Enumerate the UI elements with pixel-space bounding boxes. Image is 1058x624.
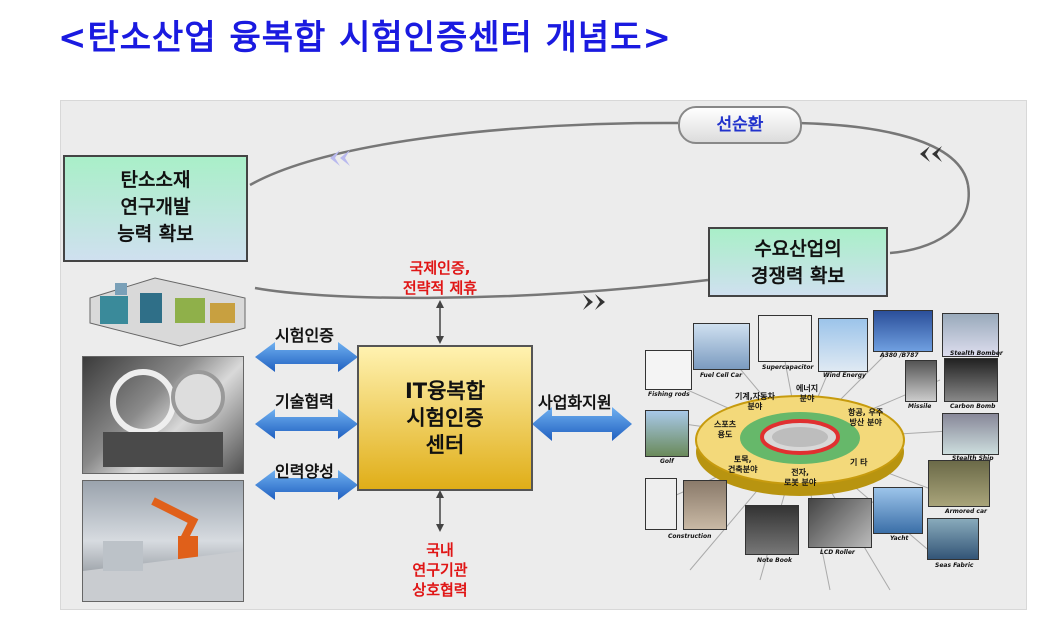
thumb-notebook xyxy=(745,505,799,555)
double-arrow-icon xyxy=(255,342,632,500)
thumb-carbon-bomb xyxy=(944,358,998,402)
segment-civil: 토목, 건축분야 xyxy=(728,455,758,474)
thumb-golf xyxy=(645,410,689,457)
label-commercialization: 사업화지원 xyxy=(538,393,612,412)
chevron-left-icon xyxy=(330,150,350,166)
thumb-fishing xyxy=(645,350,692,390)
thumb-yacht xyxy=(873,487,923,534)
segment-etc: 기 타 xyxy=(850,458,868,467)
box-industry-competitiveness: 수요산업의 경쟁력 확보 xyxy=(708,227,888,297)
thumb-seas-fabric xyxy=(927,518,979,560)
lab-photo-2 xyxy=(82,480,244,602)
chevron-right-icon xyxy=(583,294,605,310)
thumb-stealth-bomber xyxy=(942,313,999,357)
thumb-construction-2 xyxy=(683,480,727,530)
lab-photo-1 xyxy=(82,356,244,474)
caption-stealth-ship: Stealth Ship xyxy=(952,455,994,462)
segment-machine: 기계,자동차 분야 xyxy=(735,392,775,411)
segment-sports: 스포츠 용도 xyxy=(714,420,737,439)
segment-energy: 에너지 분야 xyxy=(796,384,819,403)
thumb-missile xyxy=(905,360,937,402)
caption-supercap: Supercapacitor xyxy=(762,364,814,371)
caption-fuel-cell: Fuel Cell Car xyxy=(700,372,743,379)
thumb-stealth-ship xyxy=(942,413,999,455)
caption-yacht: Yacht xyxy=(890,535,909,542)
cycle-label: 선순환 xyxy=(678,106,802,144)
caption-notebook: Note Book xyxy=(757,557,792,564)
thumb-a380 xyxy=(873,310,933,352)
thumb-supercap xyxy=(758,315,812,362)
segment-aero: 항공, 우주 방산 분야 xyxy=(848,408,884,427)
label-workforce: 인력양성 xyxy=(275,462,334,481)
caption-lcd: LCD Roller xyxy=(820,549,855,556)
caption-golf: Golf xyxy=(660,458,674,465)
thumb-fuel-cell xyxy=(693,323,750,370)
box-carbon-rnd: 탄소소재 연구개발 능력 확보 xyxy=(63,155,248,262)
caption-stealth-bomber: Stealth Bomber xyxy=(950,350,1003,357)
center-box: IT융복합 시험인증 센터 xyxy=(357,345,533,491)
caption-missile: Missile xyxy=(908,403,932,410)
application-wheel xyxy=(695,395,905,496)
caption-carbon-bomb: Carbon Bomb xyxy=(950,403,996,410)
thumb-wind xyxy=(818,318,868,372)
caption-armored: Armored car xyxy=(945,508,987,515)
page-title: <탄소산업 융복합 시험인증센터 개념도> xyxy=(58,18,672,58)
chevron-left-icon xyxy=(920,146,942,162)
segment-electronics: 전자, 로봇 분야 xyxy=(784,468,817,487)
cycle-loop-bottom xyxy=(254,278,709,300)
caption-wind: Wind Energy xyxy=(823,372,866,379)
thumb-construction xyxy=(645,478,677,530)
caption-seas-fabric: Seas Fabric xyxy=(935,562,974,569)
label-testing: 시험인증 xyxy=(275,326,334,345)
label-tech-cooperation: 기술협력 xyxy=(275,392,334,411)
caption-construction: Construction xyxy=(668,533,712,540)
facility-illustration xyxy=(85,258,250,348)
note-international: 국제인증, 전략적 제휴 xyxy=(402,259,478,297)
thumb-armored xyxy=(928,460,990,507)
thumb-lcd xyxy=(808,498,872,548)
cycle-loop-top xyxy=(249,121,970,187)
cycle-loop-right xyxy=(889,184,970,255)
caption-fishing: Fishing rods xyxy=(648,391,690,398)
note-domestic: 국내 연구기관 상호협력 xyxy=(412,541,468,599)
caption-a380: A380 /B787 xyxy=(880,352,919,359)
